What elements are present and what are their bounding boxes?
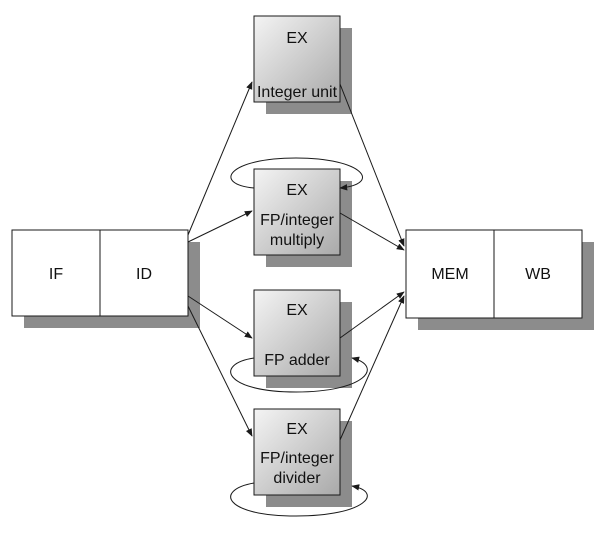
- ex-integer-unit: EX Integer unit: [253, 15, 352, 114]
- fp-adder-ex-label: EX: [286, 302, 308, 319]
- fan-out-arrows: [187, 81, 253, 437]
- arrow-fp-adder-to-mem: [339, 291, 405, 339]
- mem-stage-label: MEM: [431, 266, 468, 283]
- fp-divider-name-line1: FP/integer: [260, 450, 334, 467]
- wb-stage-label: WB: [525, 266, 551, 283]
- integer-unit-name: Integer unit: [257, 84, 338, 101]
- fp-divider-name-line2: divider: [273, 470, 321, 487]
- ex-fp-divider-unit: EX FP/integer divider: [230, 408, 368, 517]
- arrow-id-to-fp-multiply: [187, 210, 253, 243]
- mem-wb-block: MEM WB: [405, 229, 594, 330]
- fan-in-arrows: [339, 83, 405, 441]
- fp-divider-loop-arrow: [230, 482, 368, 517]
- fp-multiply-ex-label: EX: [286, 182, 308, 199]
- ex-fp-multiply-unit: EX FP/integer multiply: [230, 157, 363, 267]
- fp-multiply-name-line1: FP/integer: [260, 212, 334, 229]
- arrow-id-to-fp-adder: [187, 295, 253, 339]
- fp-divider-ex-label: EX: [286, 421, 308, 438]
- fp-divider-box: [253, 408, 341, 496]
- fp-multiply-loop-arrow: [230, 157, 363, 191]
- arrow-fp-divider-to-mem: [339, 295, 405, 441]
- arrow-integer-unit-to-mem: [339, 83, 405, 247]
- if-id-block: IF ID: [11, 229, 200, 328]
- arrow-id-to-integer-unit: [187, 81, 253, 236]
- fp-adder-box: [253, 289, 341, 377]
- fp-multiply-box: [253, 168, 341, 256]
- fp-adder-name: FP adder: [264, 352, 330, 369]
- arrow-id-to-fp-divider: [187, 305, 253, 437]
- integer-unit-box: [253, 15, 341, 103]
- fp-multiply-name-line2: multiply: [270, 232, 324, 249]
- arrow-fp-multiply-to-mem: [339, 212, 405, 251]
- if-stage-label: IF: [49, 266, 63, 283]
- id-stage-label: ID: [136, 266, 152, 283]
- fp-adder-loop-arrow: [230, 356, 368, 393]
- integer-unit-ex-label: EX: [286, 30, 308, 47]
- ex-fp-adder-unit: EX FP adder: [230, 289, 368, 393]
